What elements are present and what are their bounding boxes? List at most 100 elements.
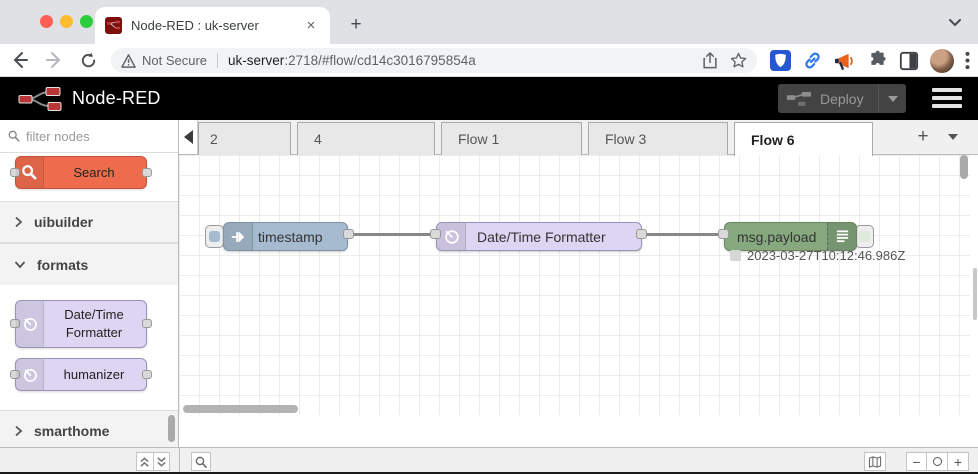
node-input-port[interactable] bbox=[10, 369, 20, 379]
flow-tab-label: Flow 6 bbox=[751, 131, 795, 148]
macos-minimize-button[interactable] bbox=[60, 15, 73, 28]
flow-canvas[interactable]: timestamp Date/Time Formatter msg.payl bbox=[179, 155, 970, 415]
palette-node-search[interactable]: Search bbox=[10, 156, 152, 189]
macos-close-button[interactable] bbox=[40, 15, 53, 28]
palette-category-formats[interactable]: formats bbox=[0, 243, 178, 285]
close-tab-icon[interactable]: × bbox=[306, 16, 316, 34]
flow-list-button[interactable] bbox=[941, 125, 965, 149]
extensions-area bbox=[770, 47, 970, 74]
search-node-icon bbox=[16, 157, 44, 188]
reload-button[interactable] bbox=[74, 46, 102, 74]
browser-menu-icon[interactable] bbox=[965, 51, 970, 70]
palette-node-label: Date/Time Formatter bbox=[64, 307, 124, 340]
node-red-logo bbox=[18, 86, 62, 111]
password-manager-extension-icon[interactable] bbox=[770, 50, 791, 71]
node-input-port[interactable] bbox=[10, 319, 20, 328]
formatter-node[interactable]: Date/Time Formatter bbox=[436, 222, 642, 251]
megaphone-extension-icon[interactable] bbox=[834, 51, 856, 71]
status-text: 2023-03-27T10:12:46.986Z bbox=[747, 248, 906, 263]
node-input-port[interactable] bbox=[10, 167, 20, 177]
flow-tab-4[interactable]: 4 bbox=[297, 122, 435, 155]
palette-node-label: Search bbox=[73, 164, 115, 180]
flow-tab-flow1[interactable]: Flow 1 bbox=[441, 122, 582, 155]
palette-category-smarthome[interactable]: smarthome bbox=[0, 410, 178, 452]
macos-zoom-button[interactable] bbox=[80, 15, 93, 28]
formatter-output-port[interactable] bbox=[636, 229, 647, 239]
inject-output-port[interactable] bbox=[343, 229, 354, 239]
palette-node-datetime-formatter[interactable]: Date/Time Formatter bbox=[10, 300, 152, 348]
category-label: formats bbox=[37, 256, 89, 273]
flow-tab-flow6-active[interactable]: Flow 6 bbox=[734, 122, 873, 156]
debug-toggle-button[interactable] bbox=[855, 225, 874, 248]
debug-input-port[interactable] bbox=[718, 229, 729, 239]
reading-mode-icon[interactable] bbox=[899, 51, 919, 71]
filter-search-icon bbox=[8, 130, 20, 142]
node-output-port[interactable] bbox=[142, 167, 152, 177]
debug-node[interactable]: msg.payload bbox=[724, 222, 857, 251]
triangle-left-icon bbox=[183, 130, 193, 144]
new-tab-button[interactable]: + bbox=[350, 14, 362, 35]
url-host: uk-server bbox=[228, 53, 285, 68]
tab-scroll-left-button[interactable] bbox=[179, 120, 198, 154]
canvas-search-button[interactable] bbox=[191, 452, 211, 471]
category-label: smarthome bbox=[34, 423, 110, 439]
url-separator bbox=[217, 53, 219, 68]
palette-filter-input[interactable] bbox=[26, 128, 156, 144]
palette-node-humanizer[interactable]: humanizer bbox=[10, 358, 152, 391]
inject-node[interactable]: timestamp bbox=[223, 222, 348, 251]
palette-scrollbar[interactable] bbox=[168, 415, 175, 442]
flow-tab-flow3[interactable]: Flow 3 bbox=[588, 122, 728, 155]
navigator-button[interactable] bbox=[864, 452, 886, 471]
palette-category-uibuilder[interactable]: uibuilder bbox=[0, 201, 178, 243]
flow-tab-label: 2 bbox=[210, 131, 218, 147]
canvas-vertical-scrollbar[interactable] bbox=[960, 155, 968, 415]
debug-list-icon bbox=[827, 223, 856, 250]
deploy-options-button[interactable] bbox=[878, 84, 906, 113]
collapse-all-button[interactable] bbox=[137, 452, 153, 471]
timer-icon bbox=[437, 223, 466, 250]
zoom-out-button[interactable]: − bbox=[906, 452, 927, 471]
formatter-input-port[interactable] bbox=[430, 229, 441, 239]
flow-tab-label: Flow 1 bbox=[458, 131, 500, 147]
extensions-puzzle-icon[interactable] bbox=[867, 50, 888, 71]
back-button[interactable] bbox=[6, 46, 34, 74]
main-menu-button[interactable] bbox=[932, 86, 962, 110]
flow-tabstrip: 2 4 Flow 1 Flow 3 Flow 6 + bbox=[179, 120, 978, 156]
tab-search-chevron-icon[interactable] bbox=[946, 13, 964, 31]
map-icon bbox=[868, 455, 882, 468]
canvas-horizontal-scrollbar[interactable] bbox=[183, 405, 298, 413]
browser-titlebar: Node-RED : uk-server × + bbox=[0, 0, 978, 44]
caret-down-icon bbox=[948, 134, 958, 140]
zoom-reset-button[interactable] bbox=[927, 452, 948, 471]
flow-tab-label: 4 bbox=[314, 131, 322, 147]
category-label: uibuilder bbox=[34, 214, 94, 230]
security-label: Not Secure bbox=[142, 53, 208, 68]
palette-filter[interactable] bbox=[0, 120, 178, 153]
node-label: Date/Time Formatter bbox=[477, 228, 606, 245]
node-red-favicon bbox=[105, 17, 122, 34]
node-output-port[interactable] bbox=[142, 369, 152, 379]
add-flow-button[interactable]: + bbox=[917, 126, 929, 147]
palette-node-label: humanizer bbox=[63, 366, 125, 382]
node-output-port[interactable] bbox=[142, 319, 152, 328]
wire-inject-to-formatter[interactable] bbox=[351, 233, 439, 236]
zoom-controls: − + bbox=[906, 452, 970, 471]
link-extension-icon[interactable] bbox=[802, 50, 823, 71]
chevron-right-icon bbox=[15, 216, 23, 228]
inject-trigger-button[interactable] bbox=[205, 225, 224, 248]
browser-tab[interactable]: Node-RED : uk-server × bbox=[95, 7, 330, 44]
window-scrollbar[interactable] bbox=[973, 268, 977, 320]
forward-button[interactable] bbox=[40, 46, 68, 74]
zoom-in-button[interactable]: + bbox=[948, 452, 969, 471]
profile-avatar[interactable] bbox=[930, 48, 954, 73]
flow-tab-2[interactable]: 2 bbox=[198, 122, 291, 155]
share-icon[interactable] bbox=[702, 52, 718, 69]
expand-all-button[interactable] bbox=[152, 452, 169, 471]
wire-formatter-to-debug[interactable] bbox=[643, 233, 727, 236]
deploy-button[interactable]: Deploy bbox=[778, 84, 906, 113]
flow-tab-label: Flow 3 bbox=[605, 131, 647, 147]
deploy-icon bbox=[786, 91, 812, 106]
bookmark-star-icon[interactable] bbox=[730, 52, 747, 69]
address-bar[interactable]: Not Secure uk-server:2718/#flow/cd14c301… bbox=[111, 48, 757, 73]
